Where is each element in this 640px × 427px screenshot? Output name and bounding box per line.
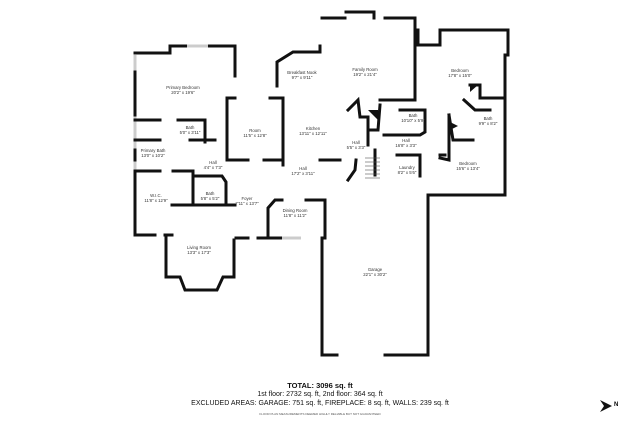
north-label: N bbox=[614, 402, 619, 408]
stairs-icon bbox=[365, 157, 380, 179]
disclaimer: FLOOR PLAN MEASUREMENTS DEEMED HIGHLY RE… bbox=[259, 412, 381, 416]
floor-areas: 1st floor: 2732 sq. ft, 2nd floor: 364 s… bbox=[257, 391, 383, 398]
room-wic: W.I.C.11'8" x 12'9" bbox=[144, 193, 168, 203]
excluded-areas: EXCLUDED AREAS: GARAGE: 751 sq. ft, FIRE… bbox=[191, 400, 449, 407]
total-area: TOTAL: 3096 sq. ft bbox=[287, 381, 353, 390]
walls bbox=[133, 10, 510, 357]
fireplace-icon bbox=[368, 85, 478, 130]
north-arrow-icon bbox=[600, 400, 612, 412]
